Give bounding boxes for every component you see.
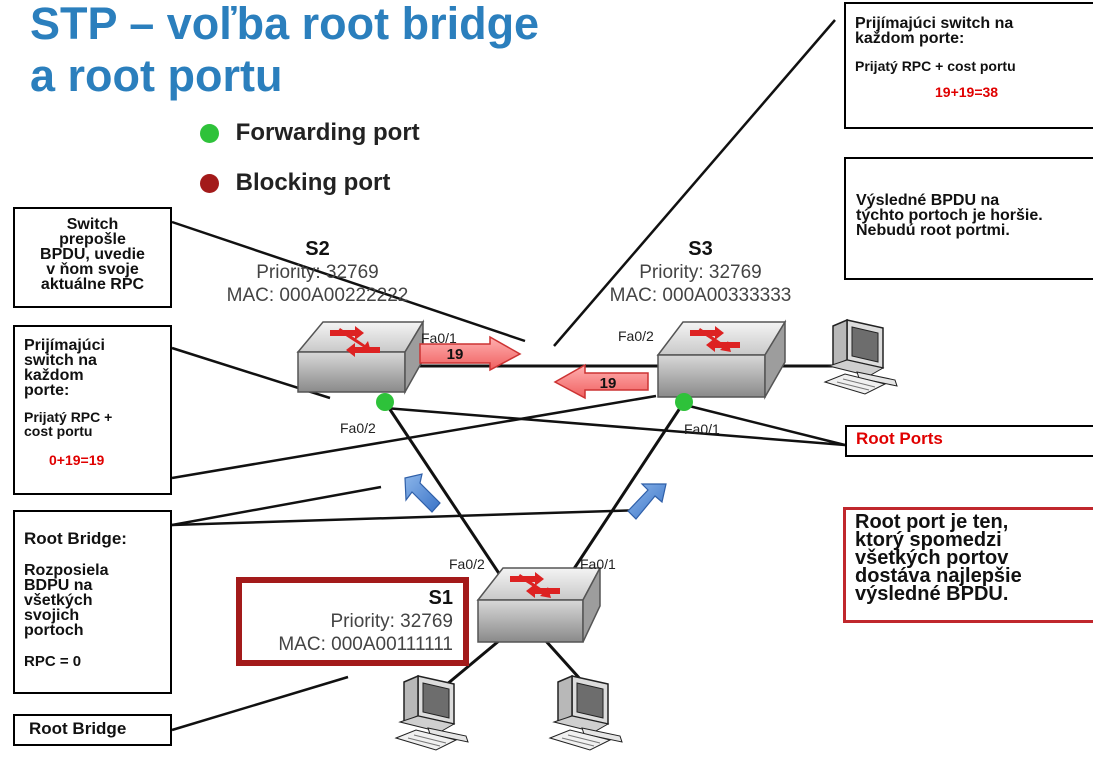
root-bridge-info-line5: svojich [24, 607, 80, 624]
bpdu-arrow-s2-to-s3 [419, 335, 522, 372]
green-dot-icon [200, 124, 219, 144]
callout-receiving-s3-line1: Prijímajúci switch na [855, 15, 1014, 32]
pc-s1-right-icon [549, 675, 623, 751]
switch-forwards-line3: BPDU, uvedie [40, 246, 145, 263]
switch-s3-mac: MAC: 000A00333333 [609, 285, 792, 306]
switch-s2-priority: Priority: 32769 [256, 262, 379, 283]
switch-forwards-line5: aktuálne RPC [40, 276, 145, 293]
callout-worse-bpdu: Výsledné BPDU na týchto portoch je horši… [844, 157, 1093, 280]
port-s2-fa01: Fa0/1 [421, 330, 457, 346]
root-bridge-info-line3: BDPU na [24, 577, 93, 594]
title-line-2: a root portu [30, 50, 283, 101]
receiving-s2-line3: každom [24, 367, 84, 384]
port-s1-fa02: Fa0/2 [449, 556, 485, 572]
switch-s2-icon [296, 319, 425, 395]
port-s3-fa02: Fa0/2 [618, 328, 654, 344]
red-dot-icon [200, 174, 219, 194]
port-s3-fa01: Fa0/1 [684, 421, 720, 437]
callout-worse-bpdu-line1: Výsledné BPDU na [856, 192, 1000, 209]
switch-s1-name: S1 [428, 587, 453, 609]
callout-receiving-s3-value: 19+19=38 [935, 84, 999, 100]
callout-switch-forwards: Switch prepošle BPDU, uvedie v ňom svoje… [13, 207, 172, 308]
switch-s1-label: S1 Priority: 32769 MAC: 000A00111111 [236, 577, 469, 666]
callout-root-bridge-info: Root Bridge: Rozposiela BDPU na všetkých… [13, 510, 172, 694]
root-port-def-line2: ktorý spomedzi [855, 529, 1002, 551]
switch-forwards-line4: v ňom svoje [46, 261, 139, 278]
root-bridge-info-line7: RPC = 0 [24, 653, 82, 670]
receiving-s2-line2: switch na [24, 352, 97, 369]
switch-s3-priority: Priority: 32769 [639, 262, 762, 283]
root-bridge-info-line6: portoch [24, 622, 84, 639]
switch-s2-mac: MAC: 000A00222222 [226, 285, 409, 306]
switch-forwards-line2: prepošle [59, 231, 126, 248]
callout-receiving-s3: Prijímajúci switch na každom porte: Prij… [844, 2, 1093, 129]
root-bridge-info-line4: všetkých [24, 592, 93, 609]
callout-root-port-definition: Root port je ten, ktorý spomedzi všetkýc… [843, 507, 1093, 623]
arrow-cost-s2-s3: 19 [447, 346, 464, 363]
legend-forwarding: Forwarding port [200, 119, 420, 147]
switch-s1-priority: Priority: 32769 [330, 611, 453, 632]
root-port-def-line3: všetkých portov [855, 547, 1009, 569]
switch-s1-icon [476, 567, 602, 643]
receiving-s2-line4: porte: [24, 382, 70, 399]
root-port-def-line1: Root port je ten, [855, 511, 1009, 533]
bpdu-arrow-s1-right-icon [627, 483, 667, 520]
switch-s2-name: S2 [305, 238, 330, 260]
switch-forwards-line1: Switch [66, 216, 119, 233]
callout-receiving-s3-line3: Prijatý RPC + cost portu [855, 58, 1016, 74]
callout-root-ports: Root Ports [845, 425, 1093, 457]
root-bridge-label-text: Root Bridge [29, 719, 127, 738]
bpdu-arrow-s1-left-icon [404, 473, 441, 513]
receiving-s2-line6: cost portu [24, 423, 93, 439]
callout-worse-bpdu-line2: týchto portoch je horšie. [856, 207, 1043, 224]
root-bridge-info-line1: Root Bridge: [24, 529, 127, 548]
switch-s3-label: S3 Priority: 32769 MAC: 000A00333333 [588, 238, 813, 307]
switch-s2-label: S2 Priority: 32769 MAC: 000A00222222 [205, 238, 430, 307]
forwarding-port-s3-icon [675, 393, 693, 411]
receiving-s2-value: 0+19=19 [49, 452, 105, 468]
legend-blocking: Blocking port [200, 169, 390, 197]
port-s1-fa01: Fa0/1 [580, 556, 616, 572]
switch-s3-name: S3 [688, 238, 713, 260]
callout-worse-bpdu-line3: Nebudú root portmi. [856, 222, 1010, 239]
port-s2-fa02: Fa0/2 [340, 420, 376, 436]
root-bridge-info-line2: Rozposiela [24, 562, 109, 579]
page-title: STP – voľba root bridge a root portu [30, 0, 539, 102]
bpdu-arrow-s3-to-s2 [553, 363, 649, 400]
pc-s1-left-icon [395, 675, 469, 751]
callout-root-bridge-label: Root Bridge [13, 714, 172, 746]
callout-receiving-s3-line2: každom porte: [855, 30, 965, 47]
legend-forwarding-label: Forwarding port [235, 119, 420, 146]
receiving-s2-line1: Prijímajúci [24, 337, 105, 354]
switch-s3-icon [656, 319, 787, 400]
legend-blocking-label: Blocking port [235, 169, 391, 196]
forwarding-port-s2-icon [376, 393, 394, 411]
callout-root-ports-text: Root Ports [856, 429, 943, 448]
receiving-s2-line5: Prijatý RPC + [24, 409, 113, 425]
root-port-def-line4: dostáva najlepšie [855, 565, 1022, 587]
callout-receiving-s2: Prijímajúci switch na každom porte: Prij… [13, 325, 172, 495]
switch-s1-mac: MAC: 000A00111111 [278, 634, 453, 655]
arrow-cost-s3-s2: 19 [600, 375, 617, 392]
title-line-1: STP – voľba root bridge [30, 0, 540, 49]
pc-s3-icon [824, 319, 898, 395]
root-port-def-line5: výsledné BPDU. [855, 583, 1009, 605]
